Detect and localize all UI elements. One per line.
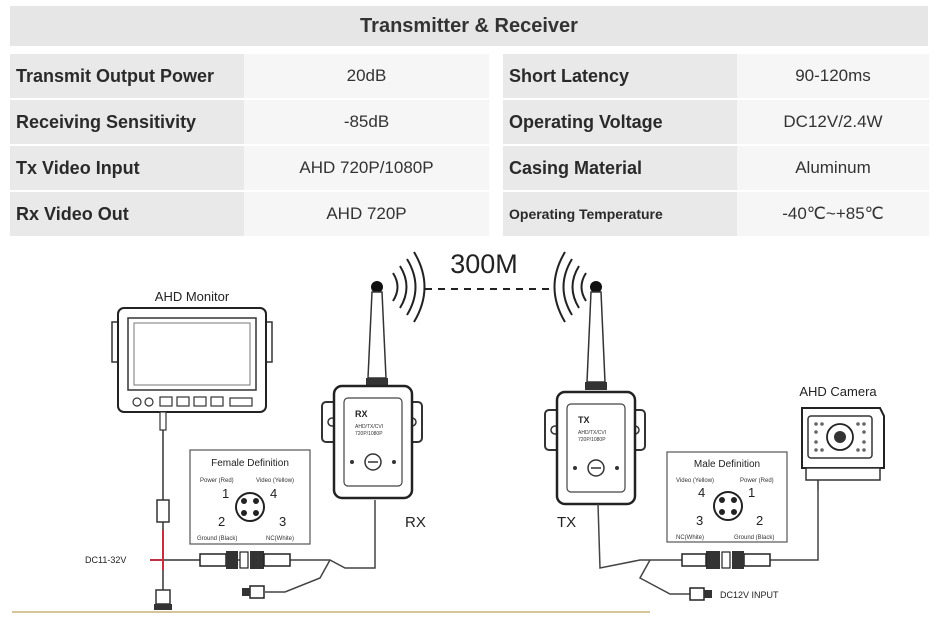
spec-label: Casing Material bbox=[503, 145, 737, 192]
male-power: Power (Red) bbox=[740, 478, 774, 484]
spec-value: DC12V/2.4W bbox=[737, 99, 929, 146]
tx-device-sub2: 720P/1080P bbox=[578, 437, 606, 443]
tx-connector-icon bbox=[681, 551, 771, 569]
spec-value: 20dB bbox=[244, 54, 489, 100]
page-title: Transmitter & Receiver bbox=[360, 14, 578, 37]
spec-label: Operating Voltage bbox=[503, 99, 737, 146]
rx-device-sub2: 720P/1080P bbox=[355, 431, 383, 437]
dc-right-label: DC12V INPUT bbox=[720, 590, 779, 600]
female-video: Video (Yellow) bbox=[256, 478, 294, 484]
female-nc: NC(White) bbox=[266, 536, 294, 542]
tx-device-sub1: AHD/TX/CVI bbox=[578, 430, 606, 436]
monitor-label: AHD Monitor bbox=[155, 289, 230, 304]
spec-value: 90-120ms bbox=[737, 54, 929, 100]
male-video: Video (Yellow) bbox=[676, 478, 714, 484]
female-power: Power (Red) bbox=[200, 478, 234, 484]
male-pin-1: 1 bbox=[748, 485, 755, 500]
spec-value: -40℃~+85℃ bbox=[737, 191, 929, 238]
camera-cable-icon bbox=[597, 490, 819, 595]
spec-label: Short Latency bbox=[503, 54, 737, 100]
spec-value: Aluminum bbox=[737, 145, 929, 192]
spec-value: AHD 720P/1080P bbox=[244, 145, 489, 192]
tx-device-text: TX bbox=[578, 415, 590, 425]
rx-antenna-icon bbox=[366, 281, 388, 386]
female-ground: Ground (Black) bbox=[197, 536, 237, 542]
spec-label: Receiving Sensitivity bbox=[10, 99, 244, 146]
camera-label: AHD Camera bbox=[799, 384, 877, 399]
female-pin-1: 1 bbox=[222, 486, 229, 501]
spec-row: Operating Temperature-40℃~+85℃ bbox=[503, 191, 929, 238]
male-pin-3: 3 bbox=[696, 513, 703, 528]
spec-value: -85dB bbox=[244, 99, 489, 146]
spec-row: Receiving Sensitivity-85dB bbox=[10, 99, 489, 146]
rx-aux-plug-icon bbox=[242, 585, 265, 599]
male-connector-icon bbox=[713, 491, 743, 521]
distance-label: 300M bbox=[450, 249, 518, 279]
female-pin-3: 3 bbox=[279, 514, 286, 529]
male-pin-4: 4 bbox=[698, 485, 705, 500]
tx-device-icon bbox=[544, 390, 646, 506]
female-connector-icon bbox=[235, 492, 265, 522]
tx-antenna-icon bbox=[585, 281, 607, 390]
rx-device-text: RX bbox=[355, 409, 368, 419]
dc-input-plug-icon bbox=[689, 587, 712, 601]
rx-device-icon bbox=[321, 384, 423, 500]
rx-connector-icon bbox=[199, 551, 291, 569]
monitor-icon bbox=[111, 307, 273, 431]
male-ground: Ground (Black) bbox=[734, 535, 774, 541]
spec-label: Rx Video Out bbox=[10, 191, 244, 238]
tx-signal-waves-icon bbox=[553, 251, 587, 323]
spec-label: Operating Temperature bbox=[503, 191, 737, 238]
spec-value: AHD 720P bbox=[244, 191, 489, 238]
rx-signal-waves-icon bbox=[392, 251, 426, 323]
rx-device-sub1: AHD/TX/CVI bbox=[355, 424, 383, 430]
spec-label: Tx Video Input bbox=[10, 145, 244, 192]
female-pin-2: 2 bbox=[218, 514, 225, 529]
female-title: Female Definition bbox=[211, 458, 289, 469]
power-plug-icon bbox=[154, 589, 172, 610]
title-bar: Transmitter & Receiver bbox=[10, 6, 928, 46]
tx-label: TX bbox=[557, 514, 576, 531]
rx-label: RX bbox=[405, 514, 426, 531]
camera-icon bbox=[801, 407, 885, 490]
male-title: Male Definition bbox=[694, 459, 760, 470]
dc-left-label: DC11-32V bbox=[85, 555, 126, 565]
male-nc: NC(White) bbox=[676, 535, 704, 541]
female-pin-4: 4 bbox=[270, 486, 277, 501]
spec-label: Transmit Output Power bbox=[10, 54, 244, 100]
male-pin-2: 2 bbox=[756, 513, 763, 528]
